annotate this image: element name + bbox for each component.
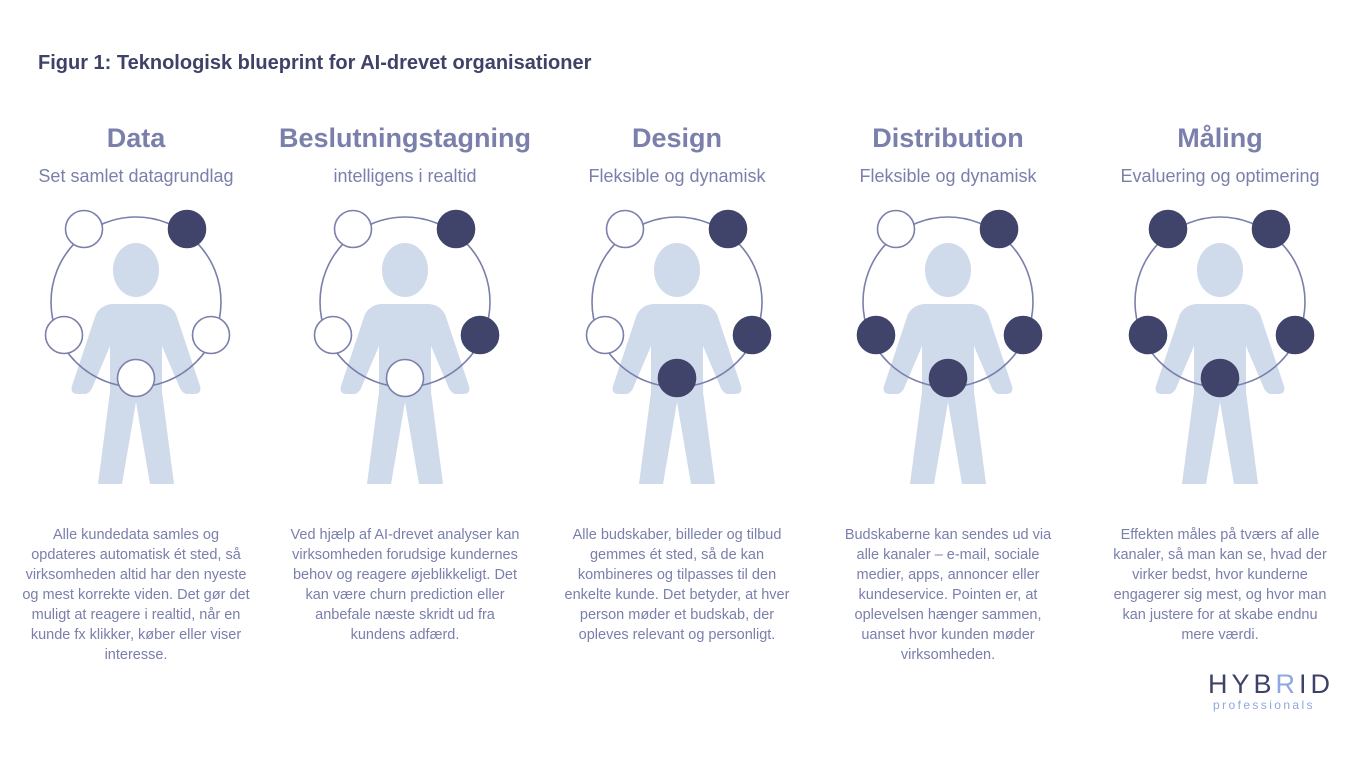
column-subtitle: Set samlet datagrundlag [38,166,234,186]
node-top-right-filled [1251,209,1291,249]
node-top-left-filled [1148,209,1188,249]
node-left-filled [1128,315,1168,355]
node-top-left-empty [64,209,104,249]
column-title: Design [631,123,723,153]
column-title: Distribution [872,123,1024,153]
node-left-empty [313,315,353,355]
column-title: Data [106,123,166,153]
logo-tagline: professionals [1213,698,1315,712]
column-subtitle: Fleksible og dynamisk [859,166,1037,186]
column-måling: Måling Evaluering og optimering Effekten… [1085,118,1355,643]
person-ring-illustration [313,209,500,484]
node-right-empty [191,315,231,355]
figure-title: Figur 1: Teknologisk blueprint for AI-dr… [38,52,592,74]
node-right-filled [1003,315,1043,355]
node-bottom-filled [928,358,968,398]
node-right-filled [732,315,772,355]
column-data: Data Set samlet datagrundlag Alle kunded… [1,118,271,663]
column-description: Ved hjælp af AI-drevet analyser kan virk… [290,527,520,643]
column-design: Design Fleksible og dynamisk Alle budska… [542,118,812,643]
column-description: Alle kundedata samles og opdateres autom… [22,527,250,663]
node-top-right-filled [167,209,207,249]
person-ring-illustration [44,209,231,484]
column-beslutningstagning: Beslutningstagning intelligens i realtid… [270,118,540,643]
hybrid-professionals-logo: HYBRID professionals [1208,669,1335,712]
node-bottom-empty [385,358,425,398]
node-top-left-empty [876,209,916,249]
column-description: Alle budskaber, billeder og tilbud gemme… [564,527,790,643]
column-description: Budskaberne kan sendes ud via alle kanal… [844,527,1052,663]
node-top-right-filled [979,209,1019,249]
node-bottom-empty [116,358,156,398]
person-ring-illustration [585,209,772,484]
column-subtitle: intelligens i realtid [333,166,477,186]
column-title: Måling [1177,123,1263,153]
node-right-filled [460,315,500,355]
node-top-right-filled [708,209,748,249]
logo-wordmark: HYBRID [1208,669,1335,699]
node-right-filled [1275,315,1315,355]
node-left-empty [44,315,84,355]
node-left-filled [856,315,896,355]
person-ring-illustration [1128,209,1315,484]
person-ring-illustration [856,209,1043,484]
node-left-empty [585,315,625,355]
node-top-right-filled [436,209,476,249]
node-bottom-filled [1200,358,1240,398]
node-top-left-empty [333,209,373,249]
column-title: Beslutningstagning [279,123,531,153]
node-bottom-filled [657,358,697,398]
column-description: Effekten måles på tværs af alle kanaler,… [1113,527,1327,643]
column-subtitle: Evaluering og optimering [1120,166,1320,186]
column-subtitle: Fleksible og dynamisk [588,166,766,186]
node-top-left-empty [605,209,645,249]
column-distribution: Distribution Fleksible og dynamisk Budsk… [813,118,1083,663]
